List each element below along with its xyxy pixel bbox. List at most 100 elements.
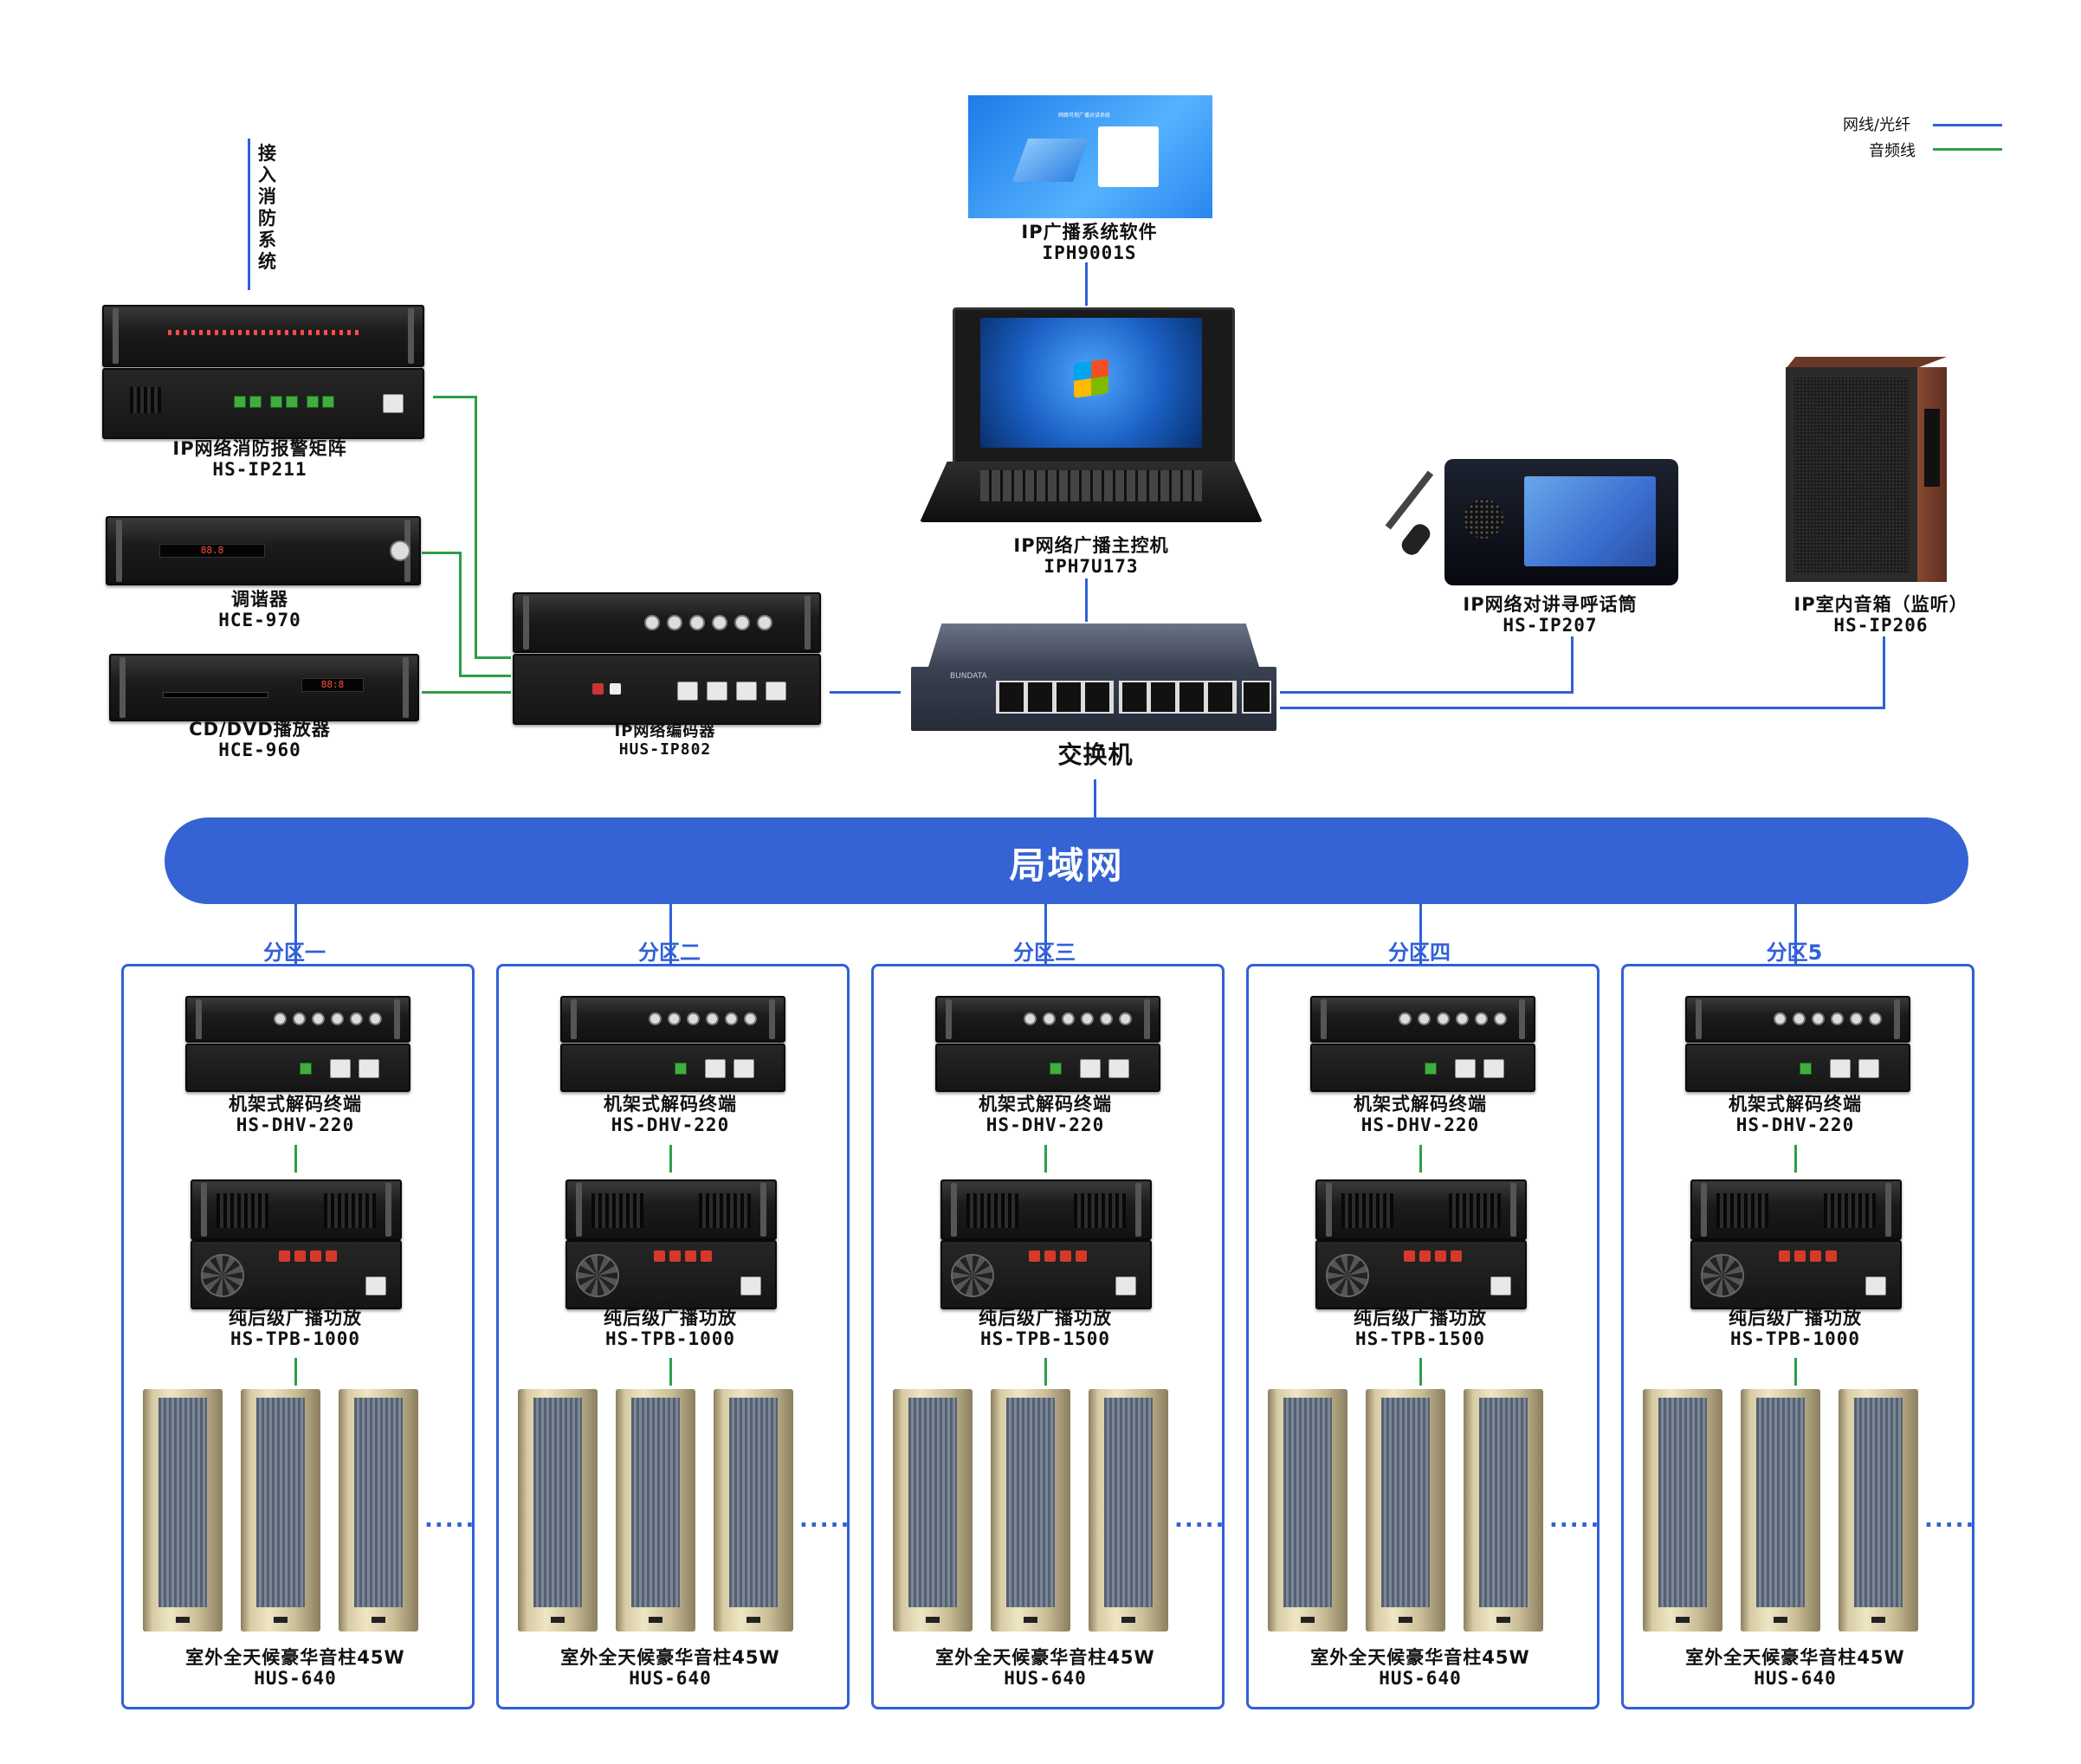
legend-network-line bbox=[1933, 124, 2002, 126]
speaker-model: HUS-640 bbox=[1379, 1668, 1462, 1689]
amp-speaker-line bbox=[294, 1358, 297, 1386]
software-screen: 网络可视广播对讲系统 bbox=[968, 95, 1212, 218]
decoder-name: 机架式解码终端 bbox=[604, 1094, 737, 1115]
speaker-model: HUS-640 bbox=[1004, 1668, 1087, 1689]
amp-name: 纯后级广播功放 bbox=[979, 1308, 1112, 1328]
matrix-audio-h2 bbox=[475, 656, 511, 659]
column-speaker bbox=[616, 1389, 695, 1632]
more-dots: ..... bbox=[1924, 1507, 1976, 1533]
decoder-name: 机架式解码终端 bbox=[979, 1094, 1112, 1115]
decoder-unit-top bbox=[1685, 996, 1910, 1043]
zone-title: 分区四 bbox=[1388, 940, 1451, 965]
amp-model: HS-TPB-1000 bbox=[229, 1328, 361, 1349]
monitor-speaker bbox=[1786, 357, 1950, 582]
switch-monitor-line-h bbox=[1280, 707, 1884, 709]
software-host-line bbox=[1085, 262, 1088, 306]
amp-model: HS-TPB-1000 bbox=[604, 1328, 736, 1349]
switch-monitor-line-v bbox=[1883, 636, 1885, 709]
fire-line bbox=[248, 139, 250, 290]
host-console bbox=[920, 307, 1263, 528]
decoder-unit-bottom bbox=[1685, 1044, 1910, 1092]
column-speaker bbox=[518, 1389, 598, 1632]
column-speaker bbox=[1464, 1389, 1543, 1632]
matrix-unit-top bbox=[102, 305, 424, 367]
host-keyboard bbox=[920, 462, 1263, 522]
software-name: IP广播系统软件 bbox=[1021, 222, 1158, 242]
dvd-display: 88:8 bbox=[301, 678, 364, 692]
tuner-display: 88.8 bbox=[159, 544, 265, 558]
encoder-unit-top bbox=[513, 592, 821, 653]
monitor-grille bbox=[1794, 378, 1909, 573]
dvd-label: CD/DVD播放器 HCE-960 bbox=[130, 719, 390, 760]
tuner-model: HCE-970 bbox=[218, 610, 301, 630]
keyboard-keys bbox=[980, 470, 1202, 501]
tuner-device: 88.8 bbox=[106, 516, 421, 585]
amp-name: 纯后级广播功放 bbox=[1354, 1308, 1487, 1328]
switch-port-uplink bbox=[1242, 681, 1271, 714]
software-model: IPH9001S bbox=[1042, 242, 1137, 263]
intercom-device bbox=[1385, 450, 1678, 587]
switch-ports-b bbox=[1119, 681, 1237, 714]
amp-unit-top bbox=[1315, 1179, 1527, 1240]
encoder-label: IP网络编码器 HUS-IP802 bbox=[535, 722, 795, 759]
column-speaker bbox=[1741, 1389, 1820, 1632]
amp-name: 纯后级广播功放 bbox=[604, 1308, 737, 1328]
column-speaker bbox=[339, 1389, 418, 1632]
amp-name: 纯后级广播功放 bbox=[1729, 1308, 1862, 1328]
decoder-unit-bottom bbox=[935, 1044, 1160, 1092]
column-speaker bbox=[1089, 1389, 1168, 1632]
amp-model: HS-TPB-1500 bbox=[1354, 1328, 1486, 1349]
monitor-rear-panel bbox=[1924, 409, 1940, 487]
zone-title: 分区5 bbox=[1766, 940, 1823, 965]
amp-unit-top bbox=[191, 1179, 402, 1240]
amp-unit-bottom bbox=[1315, 1240, 1527, 1309]
tuner-name: 调谐器 bbox=[231, 589, 288, 610]
tuner-label: 调谐器 HCE-970 bbox=[130, 589, 390, 630]
decoder-amp-line bbox=[669, 1145, 672, 1173]
column-speaker bbox=[143, 1389, 223, 1632]
dvd-model: HCE-960 bbox=[218, 740, 301, 760]
decoder-name: 机架式解码终端 bbox=[1354, 1094, 1487, 1115]
screen-title: 网络可视广播对讲系统 bbox=[1058, 113, 1111, 119]
switch-label: 交换机 bbox=[1057, 740, 1134, 769]
amp-speaker-line bbox=[1419, 1358, 1422, 1386]
host-model: IPH7U173 bbox=[1044, 556, 1139, 577]
amp-unit-bottom bbox=[1690, 1240, 1902, 1309]
windows-logo-icon bbox=[1074, 359, 1108, 398]
more-dots: ..... bbox=[799, 1507, 851, 1533]
tuner-audio-v bbox=[459, 552, 462, 676]
more-dots: ..... bbox=[424, 1507, 476, 1533]
switch-front: BUNDATA bbox=[911, 667, 1276, 731]
switch-top bbox=[928, 624, 1259, 667]
switch-intercom-line-h bbox=[1280, 691, 1573, 694]
decoder-amp-line bbox=[294, 1145, 297, 1173]
decoder-unit-bottom bbox=[1310, 1044, 1535, 1092]
matrix-audio-v bbox=[475, 396, 477, 658]
amp-unit-top bbox=[565, 1179, 777, 1240]
lan-bar: 局域网 bbox=[165, 817, 1968, 904]
zone-lan-line bbox=[1794, 904, 1797, 965]
legend-network-label: 网线/光纤 bbox=[1843, 116, 1911, 134]
dvd-name: CD/DVD播放器 bbox=[189, 719, 331, 740]
switch-lan-line bbox=[1094, 779, 1096, 818]
monitor-name: IP室内音箱（监听） bbox=[1793, 594, 1968, 615]
dvd-device: 88:8 bbox=[109, 654, 419, 721]
monitor-model: HS-IP206 bbox=[1833, 615, 1929, 636]
zone-lan-line bbox=[1419, 904, 1422, 965]
column-speaker bbox=[991, 1389, 1070, 1632]
network-switch: BUNDATA bbox=[911, 624, 1276, 734]
switch-ports-a bbox=[996, 681, 1114, 714]
amp-speaker-line bbox=[1044, 1358, 1047, 1386]
legend-audio-label: 音频线 bbox=[1869, 142, 1916, 160]
decoder-model: HS-DHV-220 bbox=[1735, 1115, 1855, 1135]
zone-lan-line bbox=[669, 904, 672, 965]
dvd-audio-h bbox=[422, 691, 511, 694]
intercom-mic-stem bbox=[1385, 470, 1434, 530]
tuner-audio-h2 bbox=[459, 675, 511, 677]
speaker-name: 室外全天候豪华音柱45W bbox=[185, 1647, 405, 1668]
more-dots: ..... bbox=[1549, 1507, 1601, 1533]
